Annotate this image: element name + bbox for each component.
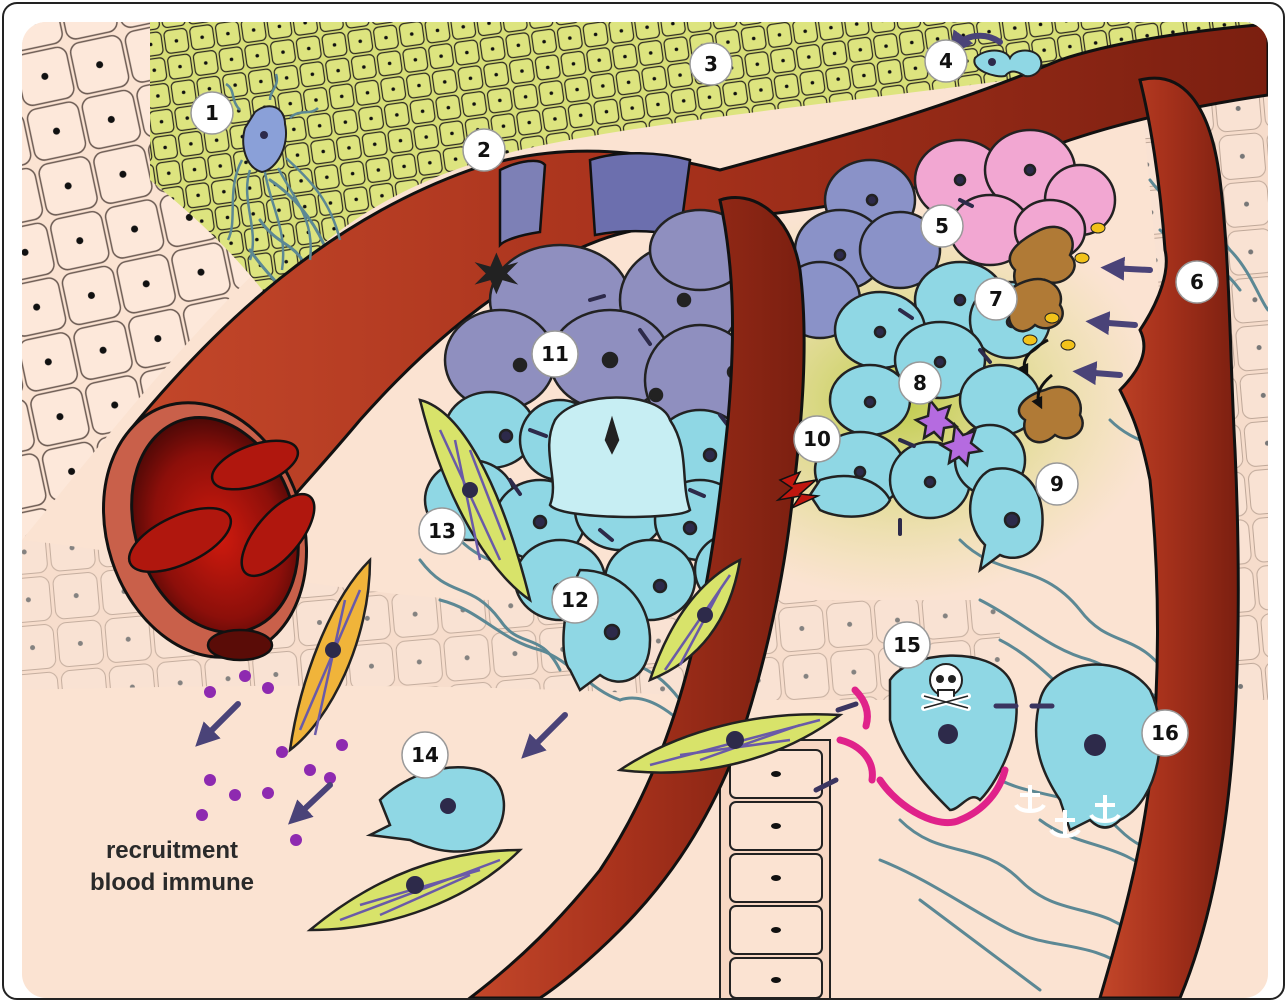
callout-9: 9 <box>1036 463 1078 505</box>
callout-10: 10 <box>794 416 840 462</box>
callout-14: 14 <box>402 732 448 778</box>
svg-text:1: 1 <box>205 101 219 125</box>
svg-text:8: 8 <box>913 371 927 395</box>
svg-text:7: 7 <box>989 287 1003 311</box>
caption-line-2: blood immune <box>90 869 254 896</box>
svg-text:10: 10 <box>803 427 831 451</box>
callout-3: 3 <box>690 43 732 85</box>
callout-8: 8 <box>899 362 941 404</box>
svg-text:6: 6 <box>1190 270 1204 294</box>
callout-6: 6 <box>1176 261 1218 303</box>
svg-text:3: 3 <box>704 52 718 76</box>
dividing-cell <box>974 51 1041 77</box>
callout-16: 16 <box>1142 710 1188 756</box>
callout-5: 5 <box>921 205 963 247</box>
svg-text:14: 14 <box>411 743 439 767</box>
callout-11: 11 <box>532 331 578 377</box>
callout-4: 4 <box>925 40 967 82</box>
callout-1: 1 <box>191 92 233 134</box>
callout-7: 7 <box>975 278 1017 320</box>
svg-text:9: 9 <box>1050 472 1064 496</box>
svg-text:13: 13 <box>428 519 456 543</box>
svg-text:16: 16 <box>1151 721 1179 745</box>
svg-text:5: 5 <box>935 214 949 238</box>
callout-13: 13 <box>419 508 465 554</box>
svg-text:2: 2 <box>477 138 491 162</box>
caption-line-1: recruitment <box>106 837 238 864</box>
svg-text:11: 11 <box>541 342 569 366</box>
callout-12: 12 <box>552 577 598 623</box>
svg-text:12: 12 <box>561 588 589 612</box>
callout-2: 2 <box>463 129 505 171</box>
svg-text:4: 4 <box>939 49 953 73</box>
svg-text:15: 15 <box>893 633 921 657</box>
callout-15: 15 <box>884 622 930 668</box>
duct-cells <box>720 740 830 1000</box>
